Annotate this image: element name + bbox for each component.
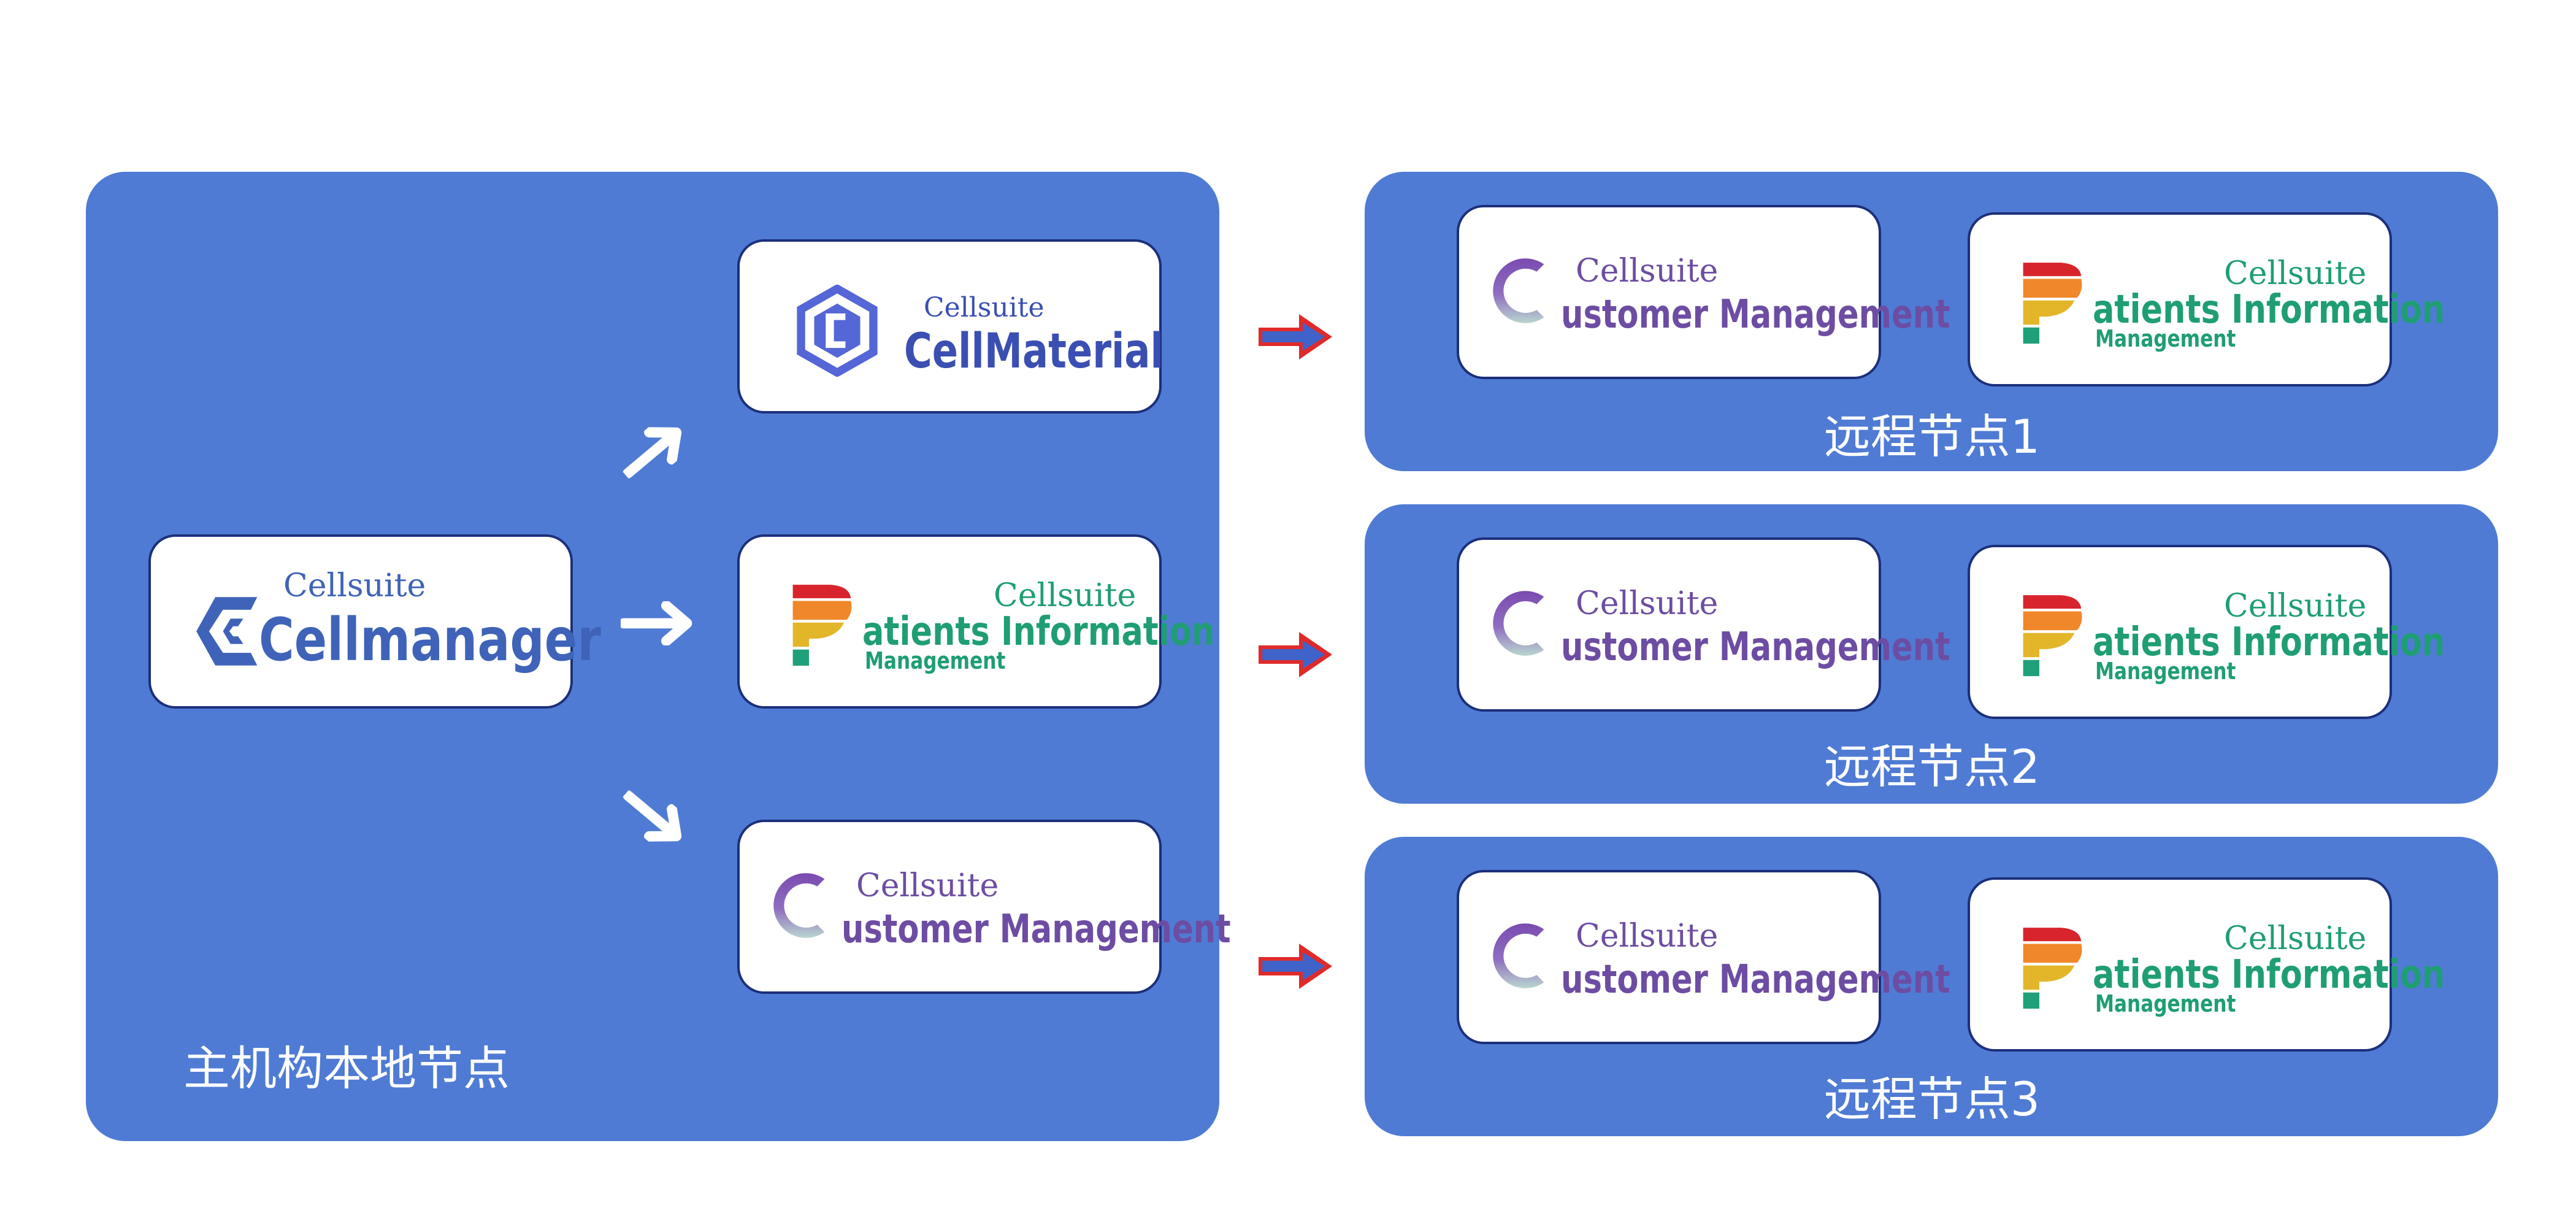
arrow-to-remote-1-icon — [1256, 309, 1336, 364]
patients-sub: Management — [2095, 990, 2236, 1017]
patients-brand: Cellsuite — [2224, 588, 2367, 625]
patients-sub: Management — [2095, 325, 2236, 352]
remote-3-customer-card: Cellsuite ustomer Management — [1457, 870, 1950, 1044]
remote-node-2-label: 远程节点2 — [1823, 739, 2041, 794]
cellmaterial-product: CellMaterial — [904, 324, 1163, 379]
patients-p-icon — [789, 580, 856, 669]
customer-product: ustomer Management — [1561, 957, 1950, 1002]
arrow-right-icon — [621, 601, 694, 645]
customer-brand: Cellsuite — [1576, 918, 1719, 955]
customer-c-icon — [764, 863, 838, 948]
remote-node-3-label: 远程节点3 — [1823, 1072, 2041, 1126]
patients-sub: Management — [865, 647, 1006, 674]
cellmaterial-hexagon-icon — [796, 285, 878, 377]
customer-brand: Cellsuite — [1576, 253, 1719, 290]
patients-brand: Cellsuite — [994, 577, 1137, 614]
customer-product: ustomer Management — [1561, 292, 1950, 337]
remote-2-patients-card: Cellsuite atients Information Management — [1968, 545, 2445, 719]
remote-2-customer-card: Cellsuite ustomer Management — [1457, 537, 1950, 712]
cellmaterial-brand: Cellsuite — [924, 292, 1045, 323]
patients-product: atients Information — [2093, 952, 2445, 998]
customer-product: ustomer Management — [841, 907, 1231, 952]
customer-c-icon — [1484, 913, 1557, 999]
patients-product: atients Information — [862, 609, 1215, 655]
customer-card-local: Cellsuite ustomer Management — [737, 820, 1231, 994]
cellmanager-product: Cellmanager — [259, 606, 601, 674]
remote-node-1-label: 远程节点1 — [1823, 409, 2041, 464]
patients-sub: Management — [2095, 658, 2236, 685]
remote-3-patients-card: Cellsuite atients Information Management — [1968, 877, 2445, 1052]
arrow-to-remote-2-icon — [1256, 627, 1336, 682]
remote-1-customer-card: Cellsuite ustomer Management — [1457, 205, 1950, 379]
customer-c-icon — [1484, 580, 1557, 666]
patients-brand: Cellsuite — [2224, 255, 2367, 292]
patients-p-icon — [2019, 923, 2087, 1012]
remote-1-patients-card: Cellsuite atients Information Management — [1968, 212, 2445, 387]
patients-p-icon — [2019, 258, 2087, 347]
cellmanager-brand: Cellsuite — [283, 567, 426, 604]
patients-card-local: Cellsuite atients Information Management — [737, 534, 1214, 709]
local-node-label: 主机构本地节点 — [183, 1041, 510, 1096]
patients-brand: Cellsuite — [2224, 920, 2367, 957]
customer-product: ustomer Management — [1561, 625, 1950, 670]
patients-product: atients Information — [2093, 287, 2445, 333]
customer-c-icon — [1484, 248, 1557, 334]
customer-brand: Cellsuite — [1576, 585, 1719, 622]
cellmaterial-card: Cellsuite CellMaterial — [737, 239, 1163, 413]
patients-p-icon — [2019, 590, 2087, 680]
arrow-to-remote-3-icon — [1256, 939, 1336, 994]
customer-brand: Cellsuite — [856, 867, 999, 904]
cellmanager-card: Cellsuite Cellmanager — [148, 534, 601, 709]
patients-product: atients Information — [2093, 620, 2445, 665]
